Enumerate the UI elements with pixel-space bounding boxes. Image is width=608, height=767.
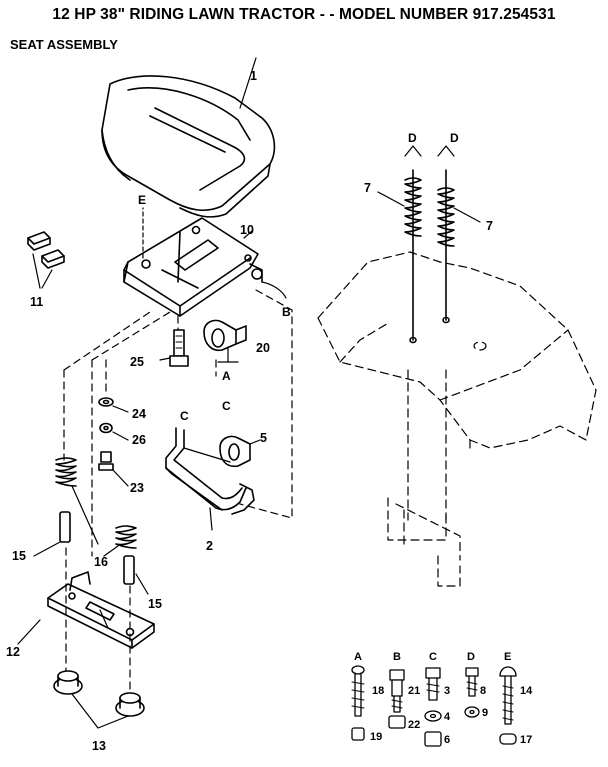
tractor-fender xyxy=(317,251,597,587)
hardware-icons xyxy=(351,665,517,747)
callout-washer-24: 24 xyxy=(132,407,146,421)
hw-letter-e: E xyxy=(504,651,511,663)
callout-clamp-20: 20 xyxy=(256,341,270,355)
page-subtitle: SEAT ASSEMBLY xyxy=(10,37,118,52)
callout-spring-16: 16 xyxy=(94,555,108,569)
hw-b-top: 21 xyxy=(408,685,420,697)
springs-and-pins xyxy=(33,457,149,595)
seat-springs-7 xyxy=(377,145,481,344)
callout-bumpers: 11 xyxy=(30,295,43,309)
callout-springs-left: 7 xyxy=(364,181,371,195)
letter-spring-d-left: D xyxy=(408,131,417,145)
hardware-labels: A 18 19 B 21 22 C 3 4 6 D 8 9 E 14 17 xyxy=(354,651,533,746)
assembly-guide-lines xyxy=(63,289,293,693)
seat-pan xyxy=(123,207,287,317)
hw-e-bottom: 17 xyxy=(520,734,532,746)
callout-clamp-5: 5 xyxy=(260,431,267,445)
hw-b-bottom: 22 xyxy=(408,719,420,731)
hw-letter-d: D xyxy=(467,651,475,663)
callout-pin-left: 15 xyxy=(12,549,26,563)
hw-letter-b: B xyxy=(393,651,401,663)
seat xyxy=(101,57,276,218)
rubber-bumpers xyxy=(27,231,65,289)
letter-spring-d-right: D xyxy=(450,131,459,145)
letter-bracket-c-right: C xyxy=(222,399,231,413)
hw-c-bottom: 6 xyxy=(444,734,450,746)
letter-pan-b: B xyxy=(282,305,291,319)
seat-bracket xyxy=(165,427,255,531)
hw-a-bottom: 19 xyxy=(370,731,382,743)
page-title: 12 HP 38" RIDING LAWN TRACTOR - - MODEL … xyxy=(52,6,556,23)
callout-nut-23: 23 xyxy=(130,481,144,495)
hw-d-top: 8 xyxy=(480,685,486,697)
letter-clamp-a: A xyxy=(222,369,231,383)
callout-washer-26: 26 xyxy=(132,433,146,447)
bushings xyxy=(53,670,145,729)
pivot-bolt xyxy=(159,329,189,367)
clamp-20 xyxy=(203,319,247,363)
hw-d-middle: 9 xyxy=(482,707,488,719)
washers-and-nut xyxy=(98,397,129,487)
callout-pivot-bolt: 25 xyxy=(130,355,144,369)
callout-bracket: 2 xyxy=(206,539,213,553)
letter-seat-e: E xyxy=(138,193,146,207)
callout-seat-pan: 10 xyxy=(240,223,254,237)
hw-letter-c: C xyxy=(429,651,437,663)
callout-springs-right: 7 xyxy=(486,219,493,233)
callout-slide-plate: 12 xyxy=(6,645,20,659)
clamp-5 xyxy=(219,435,261,468)
letter-bracket-c-left: C xyxy=(180,409,189,423)
callout-pin-right: 15 xyxy=(148,597,162,611)
hw-a-top: 18 xyxy=(372,685,384,697)
hw-c-top: 3 xyxy=(444,685,450,697)
hw-e-top: 14 xyxy=(520,685,533,697)
callout-seat: 1 xyxy=(250,69,257,83)
hw-letter-a: A xyxy=(354,651,362,663)
hw-c-middle: 4 xyxy=(444,711,451,723)
callout-bushings: 13 xyxy=(92,739,106,753)
